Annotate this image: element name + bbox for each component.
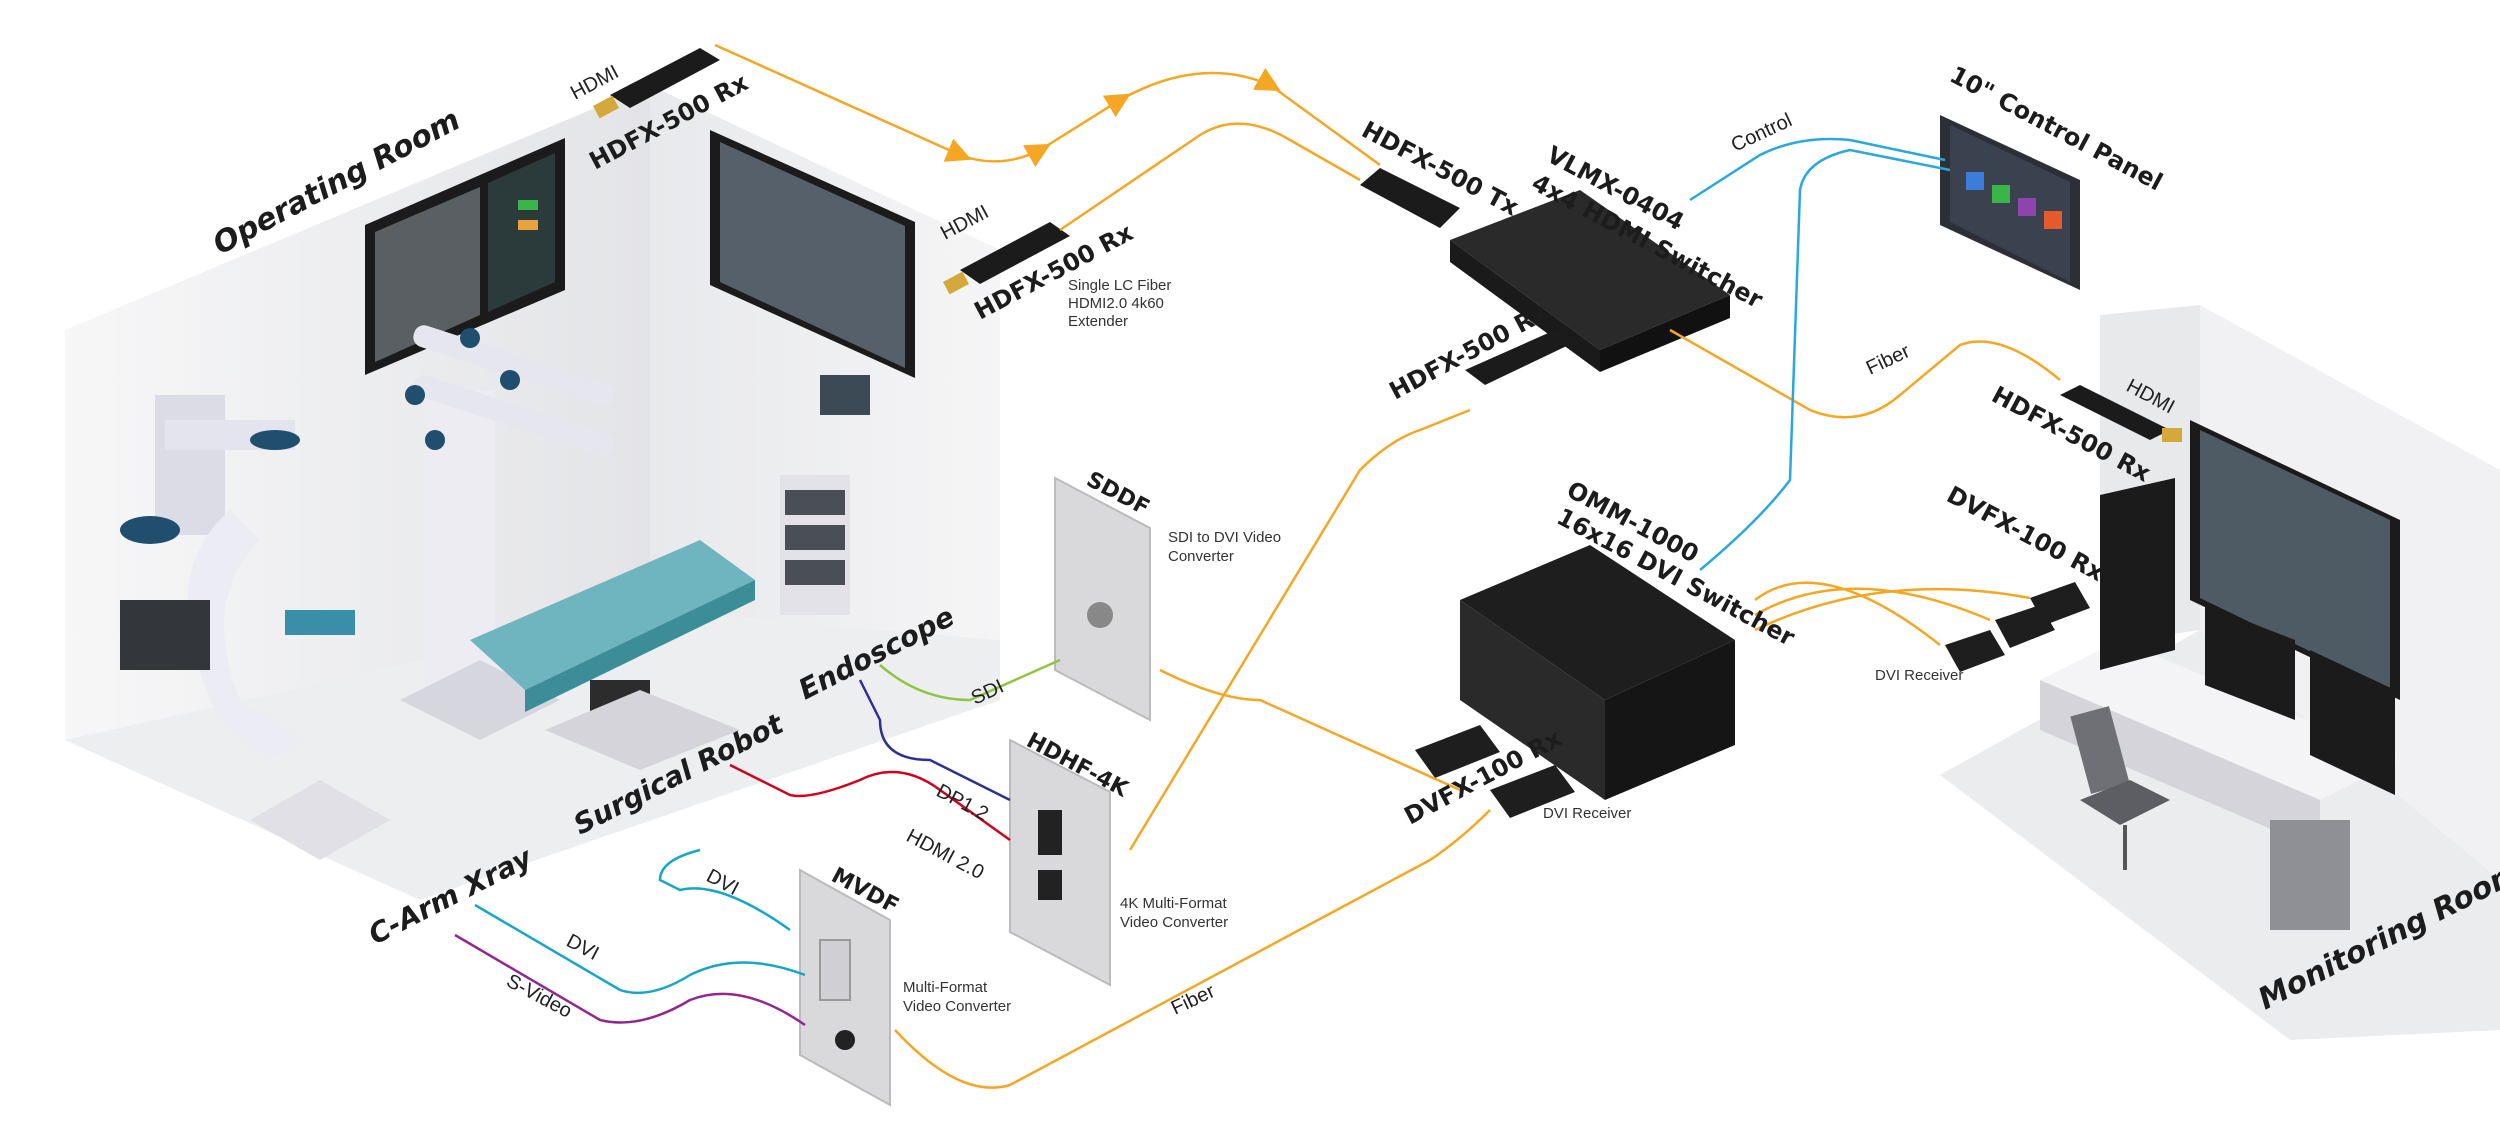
mr-chair xyxy=(2070,706,2170,870)
operating-table xyxy=(470,540,755,770)
dvi-robot-label: DVI xyxy=(703,865,743,900)
hdfx-rx-desc-2: HDMI2.0 4k60 xyxy=(1068,295,1164,312)
hdhf-desc-2: Video Converter xyxy=(1120,914,1228,931)
dvfx-rx-right-label: DVFX-100 Rx xyxy=(1942,481,2109,588)
wires xyxy=(454,43,2061,1089)
hdfx-rx-desc-1: Single LC Fiber xyxy=(1068,277,1171,294)
hdhf-desc-1: 4K Multi-Format xyxy=(1120,895,1228,912)
control-label: Control xyxy=(1728,109,1796,156)
fiber-mid xyxy=(1059,122,1361,232)
c-arm-xray-device xyxy=(120,395,390,860)
operating-room xyxy=(65,85,1000,900)
control-line-1 xyxy=(1689,137,1946,202)
or-monitor-right xyxy=(710,130,915,378)
fiber-switch-rx xyxy=(1128,408,1471,851)
control-panel-device xyxy=(1940,115,2080,290)
control-line-2 xyxy=(1699,148,1951,571)
fiber-dvi-right xyxy=(1754,581,2031,646)
endoscope-tower xyxy=(780,375,870,615)
hdfx-rx-switch-device xyxy=(1465,330,1575,385)
omm-switcher-device xyxy=(1460,545,1735,800)
fiber-top xyxy=(714,43,1381,168)
fiber-right-label: Fiber xyxy=(1863,340,1914,379)
fiber-right xyxy=(1669,328,2061,419)
sddf-desc-2: Converter xyxy=(1168,548,1234,565)
hdfx-rx-mid-device xyxy=(943,222,1070,295)
hdhf-wallplate xyxy=(1009,738,1111,987)
sddf-desc-1: SDI to DVI Video xyxy=(1168,529,1281,546)
hdfx-rx-desc-3: Extender xyxy=(1068,313,1128,330)
dvi-robot-line xyxy=(658,848,791,932)
mvdf-desc-2: Video Converter xyxy=(903,998,1011,1015)
hdfx-rx-top-device xyxy=(593,48,720,119)
dvi-receiver-mid-label: DVI Receiver xyxy=(1543,805,1631,822)
dp12-line xyxy=(858,679,1011,802)
mr-monitors xyxy=(2100,420,2400,795)
sddf-wallplate xyxy=(1054,476,1151,722)
mvdf-desc-1: Multi-Format xyxy=(903,979,988,996)
hdfx-rx-monitor-device xyxy=(2060,385,2182,442)
svideo-label: S-Video xyxy=(503,970,576,1023)
or-monitor-left xyxy=(365,138,565,375)
hdmi20-line xyxy=(729,763,1011,842)
dvi-carm-line xyxy=(474,903,806,995)
fiber-bottom xyxy=(894,809,1491,1089)
fiber-sddf xyxy=(1159,668,1461,792)
dvfx-rx-right-devices xyxy=(1945,582,2090,672)
hdmi20-label: HDMI 2.0 xyxy=(903,825,988,884)
hdmi-top-label: HDMI xyxy=(567,61,622,104)
dvfx-rx-mid-devices xyxy=(1415,725,1575,818)
svideo-line xyxy=(454,933,806,1027)
sdi-line xyxy=(879,658,1061,702)
dvi-receiver-right-label: DVI Receiver xyxy=(1875,667,1963,684)
hdfx-tx-device xyxy=(1360,168,1460,228)
mvdf-wallplate xyxy=(799,868,891,1107)
monitoring-room xyxy=(1940,305,2500,1040)
